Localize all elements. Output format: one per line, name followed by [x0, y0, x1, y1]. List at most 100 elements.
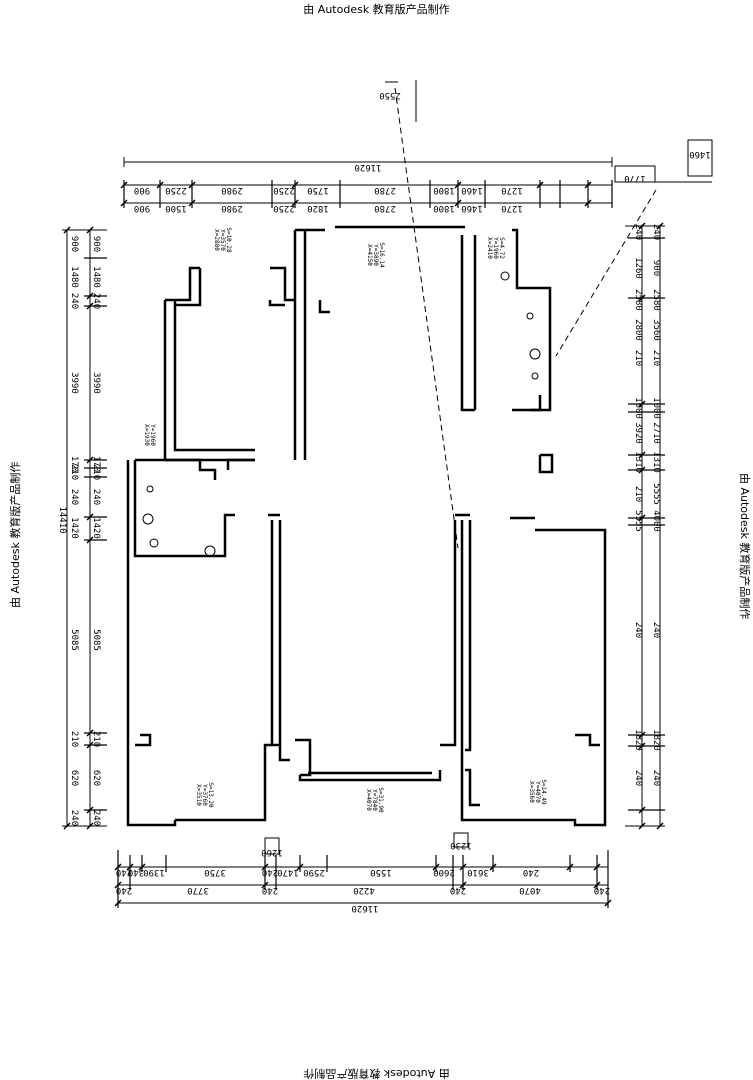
dim-left-outer: 170 — [69, 456, 79, 472]
dim-top-row1: 1800 — [433, 185, 455, 195]
dim-bottom-row2: 240 — [594, 885, 610, 895]
room-label-top-right: Y=1960 — [492, 237, 499, 259]
room-label-bottom-left: X=3510 — [195, 784, 202, 806]
dim-right-inner: 900 — [651, 260, 661, 276]
dim-right-inner: 1000 — [651, 397, 661, 419]
dim-left-inner: 900 — [91, 236, 101, 252]
dim-top-row2: 900 — [134, 203, 150, 213]
dim-right-inner: 5555 — [651, 483, 661, 505]
dim-right-outer: 1260 — [633, 257, 643, 279]
dim-right-outer: 240 — [633, 622, 643, 638]
dim-right-outer: 210 — [633, 486, 643, 502]
dim-right-outer: 2580 — [633, 289, 643, 311]
dim-bottom-row1: 3610 — [467, 867, 489, 877]
dim-right-outer: 1820 — [633, 729, 643, 751]
dim-left-inner: 210 — [91, 464, 101, 480]
bottom-dimensions — [114, 832, 612, 908]
room-label-top-center: S=16.14 — [378, 242, 385, 268]
room-label-top-right: X=2410 — [486, 237, 493, 259]
dim-left-outer: 240 — [69, 293, 79, 309]
dim-left-outer: 210 — [69, 731, 79, 747]
dim-right-inner: 4000 — [651, 510, 661, 532]
room-label-bottom-center: X=4070 — [365, 789, 372, 811]
dim-left-outer: 240 — [69, 489, 79, 505]
section-line — [394, 87, 657, 549]
dim-right-outer: 1000 — [633, 397, 643, 419]
room-label-bottom-center: S=31.90 — [377, 787, 384, 813]
room-label-bottom-center: Y=7840 — [371, 789, 378, 811]
room-label-left-small: Y=1960 — [149, 424, 156, 446]
dim-left-inner: 210 — [91, 731, 101, 747]
dim-bottom-total: 11620 — [351, 903, 378, 913]
dim-left-inner: 1420 — [91, 517, 101, 539]
dim-top-row2: 1270 — [501, 203, 523, 213]
dim-right-inner: 3560 — [651, 319, 661, 341]
dim-bottom-row1: 1390 — [143, 867, 165, 877]
dim-bottom-row1: 1470 — [277, 867, 299, 877]
dim-right-outer: 210 — [633, 350, 643, 366]
watermark-top: 由 Autodesk 教育版产品制作 — [303, 3, 450, 16]
dim-top-row1: 2780 — [374, 185, 396, 195]
dim-right-outer: 5555 — [633, 510, 643, 532]
dim-left-inner: 170 — [91, 456, 101, 472]
dim-top-row2: 2250 — [273, 203, 295, 213]
dim-right-inner: 2710 — [651, 422, 661, 444]
dim-right-inner: 210 — [651, 350, 661, 366]
dim-bottom-row1: 240 — [523, 867, 539, 877]
fixtures — [142, 271, 541, 557]
dim-bottom-row1: 3750 — [204, 867, 226, 877]
room-label-top-left: X=2880 — [213, 229, 220, 251]
room-label-bottom-right: S=14.49 — [540, 779, 547, 805]
dim-top-row1: 900 — [134, 185, 150, 195]
room-label-left-small: X=1930 — [143, 424, 150, 446]
dim-right-inner: 1820 — [651, 729, 661, 751]
room-label-bottom-right: Y=4070 — [534, 781, 541, 803]
room-label-bottom-right: X=3560 — [528, 781, 535, 803]
dim-right-inner: 240 — [651, 622, 661, 638]
dim-right-inner: 1310 — [651, 451, 661, 473]
dim-bottom-row1: 240 — [116, 867, 132, 877]
dim-left-inner: 620 — [91, 770, 101, 786]
dim-top-row2: 1820 — [307, 203, 329, 213]
dim-left-outer: 3990 — [69, 372, 79, 394]
dim-bottom-small-right: 1230 — [450, 840, 472, 850]
dim-left-total: 14410 — [57, 506, 67, 533]
dim-right-outer: 240 — [633, 770, 643, 786]
dim-left-inner: 240 — [91, 489, 101, 505]
dim-top-box-lower: 1770 — [624, 173, 646, 183]
dim-right-inner: 240 — [651, 224, 661, 240]
room-label-top-center: X=4150 — [366, 244, 373, 266]
dim-right-outer: 1310 — [633, 451, 643, 473]
dim-left-outer: 5085 — [69, 629, 79, 651]
dim-top-row1: 1750 — [307, 185, 329, 195]
dim-top-row1: 1270 — [501, 185, 523, 195]
dim-top-row1: 1460 — [461, 185, 483, 195]
dim-bottom-small-left: 1260 — [261, 847, 283, 857]
walls — [126, 225, 607, 827]
dim-left-outer: 900 — [69, 236, 79, 252]
dim-left-inner: 5085 — [91, 629, 101, 651]
dim-right-inner: 240 — [651, 770, 661, 786]
dim-bottom-row2: 240 — [262, 885, 278, 895]
dim-right-outer: 3920 — [633, 422, 643, 444]
left-dimensions — [62, 226, 107, 830]
dim-right-outer: 240 — [633, 224, 643, 240]
dim-top-small: 2550 — [379, 90, 401, 100]
dim-left-inner: 1480 — [91, 266, 101, 288]
dim-left-outer: 1420 — [69, 517, 79, 539]
dim-bottom-row1: 1550 — [370, 867, 392, 877]
dim-bottom-row1: 240 — [262, 867, 278, 877]
dim-right-outer: 2800 — [633, 319, 643, 341]
dim-bottom-row2: 3770 — [187, 885, 209, 895]
dim-top-row1: 2980 — [221, 185, 243, 195]
dim-left-outer: 1480 — [69, 266, 79, 288]
room-label-bottom-left: S=13.20 — [207, 782, 214, 808]
dim-bottom-row1: 340 — [128, 867, 144, 877]
room-label-top-left: S=10.28 — [225, 227, 232, 253]
dim-left-inner: 3990 — [91, 372, 101, 394]
dim-right-inner: 2580 — [651, 289, 661, 311]
dim-left-inner: 240 — [91, 810, 101, 826]
dim-top-box-upper: 1460 — [689, 149, 711, 159]
dim-top-row2: 1800 — [433, 203, 455, 213]
